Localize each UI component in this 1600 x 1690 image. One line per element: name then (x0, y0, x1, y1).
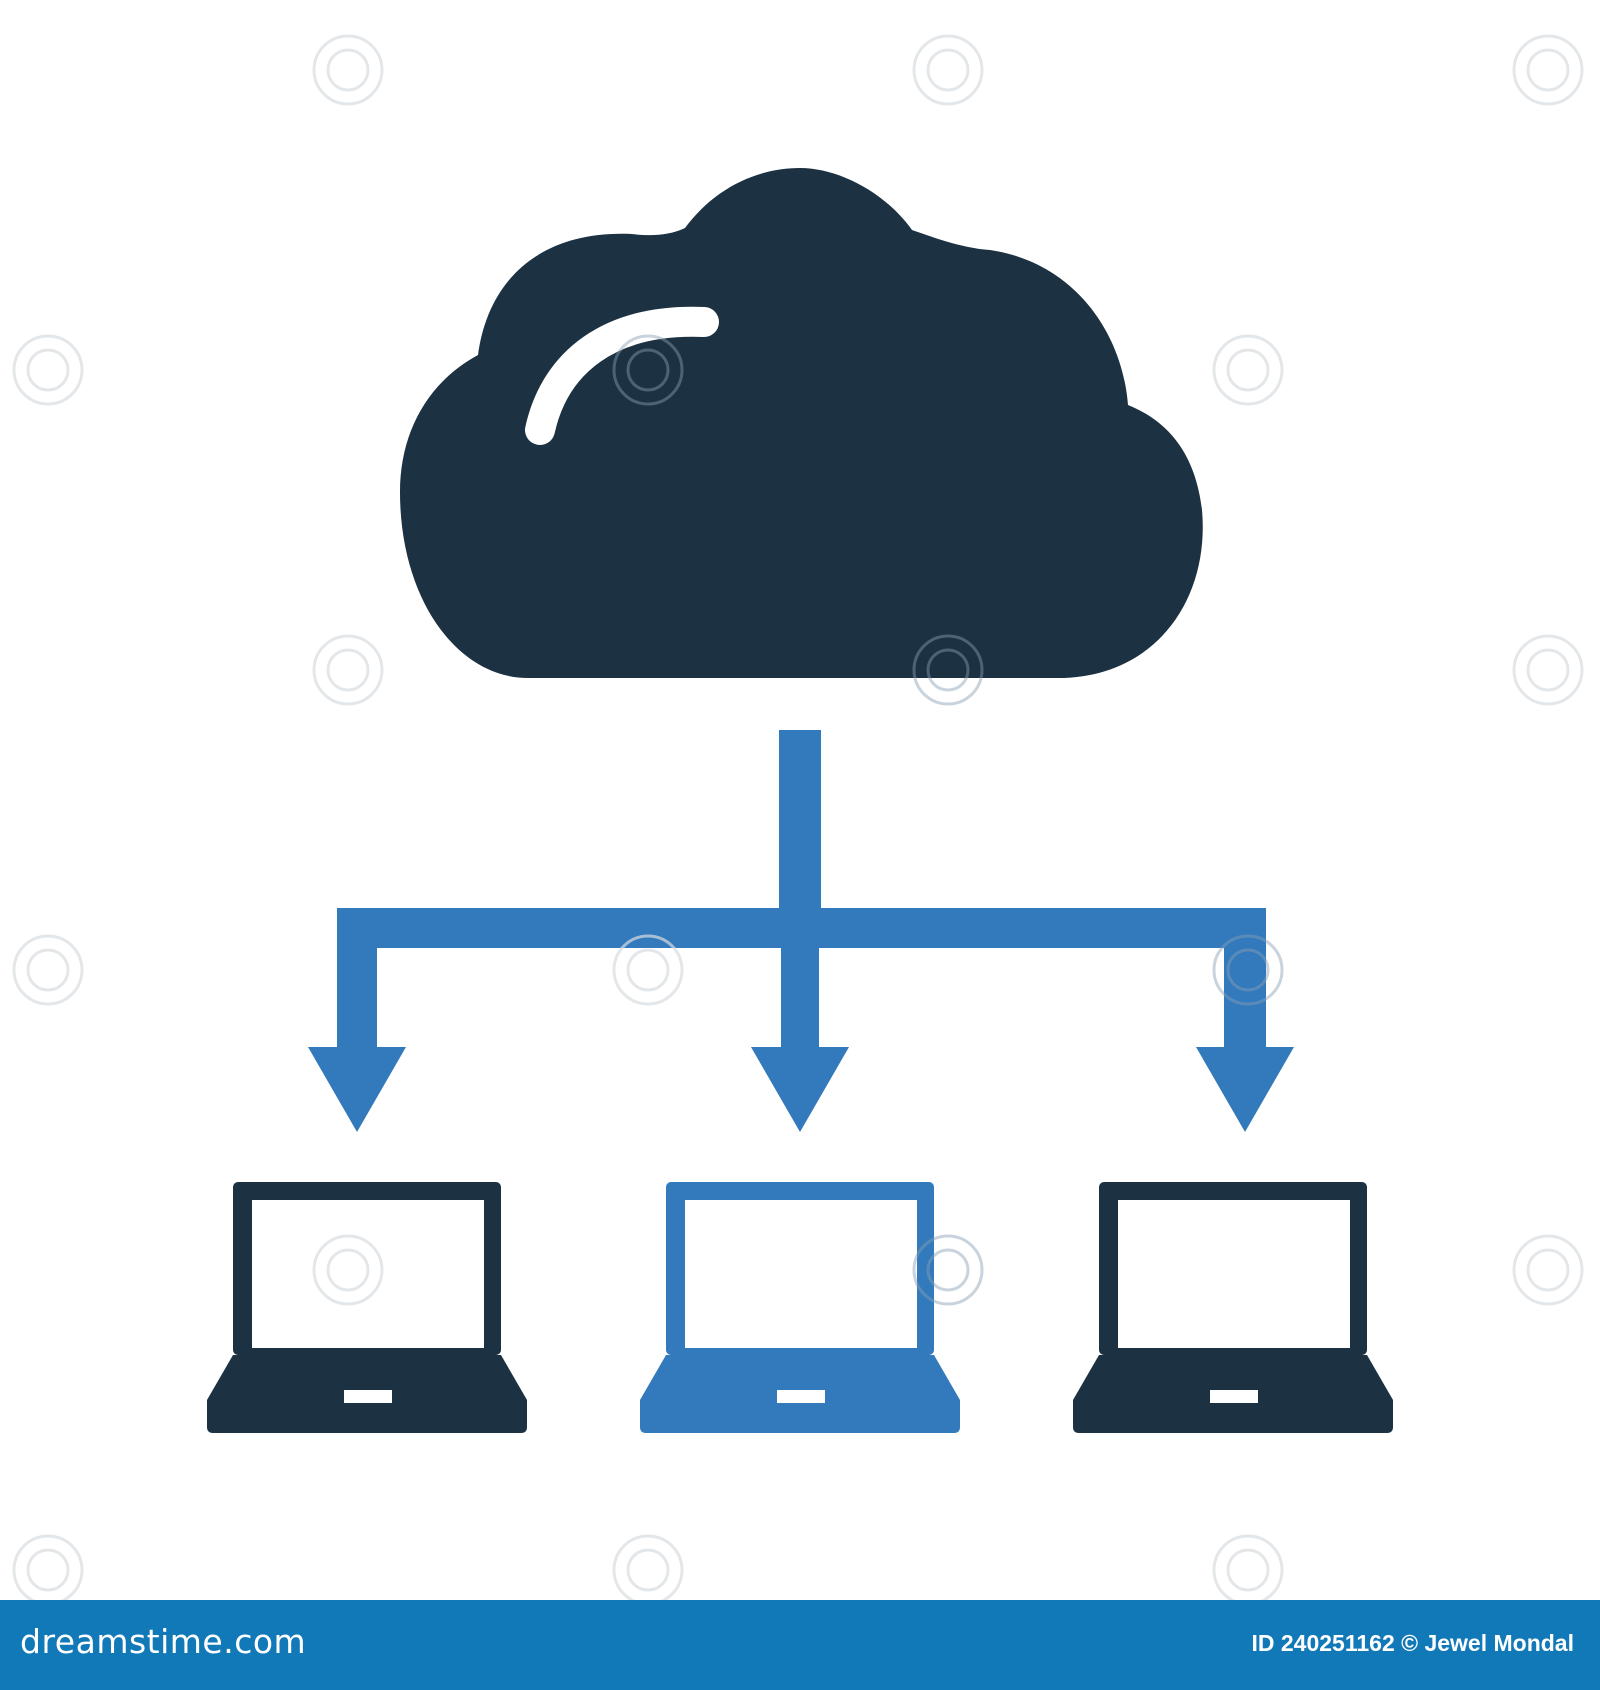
credit-bar: dreamstime.com ID 240251162 © Jewel Mond… (0, 1600, 1600, 1690)
arrow-head-left (308, 1047, 406, 1132)
laptop-icon (1073, 1182, 1393, 1433)
laptop-icon (640, 1182, 960, 1433)
site-brand: dreamstime.com (20, 1622, 307, 1661)
arrow-head-right (1196, 1047, 1294, 1132)
watermark-spirals-on-art (612, 334, 1284, 1306)
cloud-network-diagram (12, 34, 1584, 1600)
arrow-head-center (751, 1047, 849, 1132)
cloud-icon (400, 168, 1203, 678)
laptop-icon (207, 1182, 527, 1433)
watermark-spirals (12, 34, 1584, 1600)
image-credit: ID 240251162 © Jewel Mondal (1251, 1630, 1574, 1656)
branching-arrows (308, 730, 1294, 1132)
